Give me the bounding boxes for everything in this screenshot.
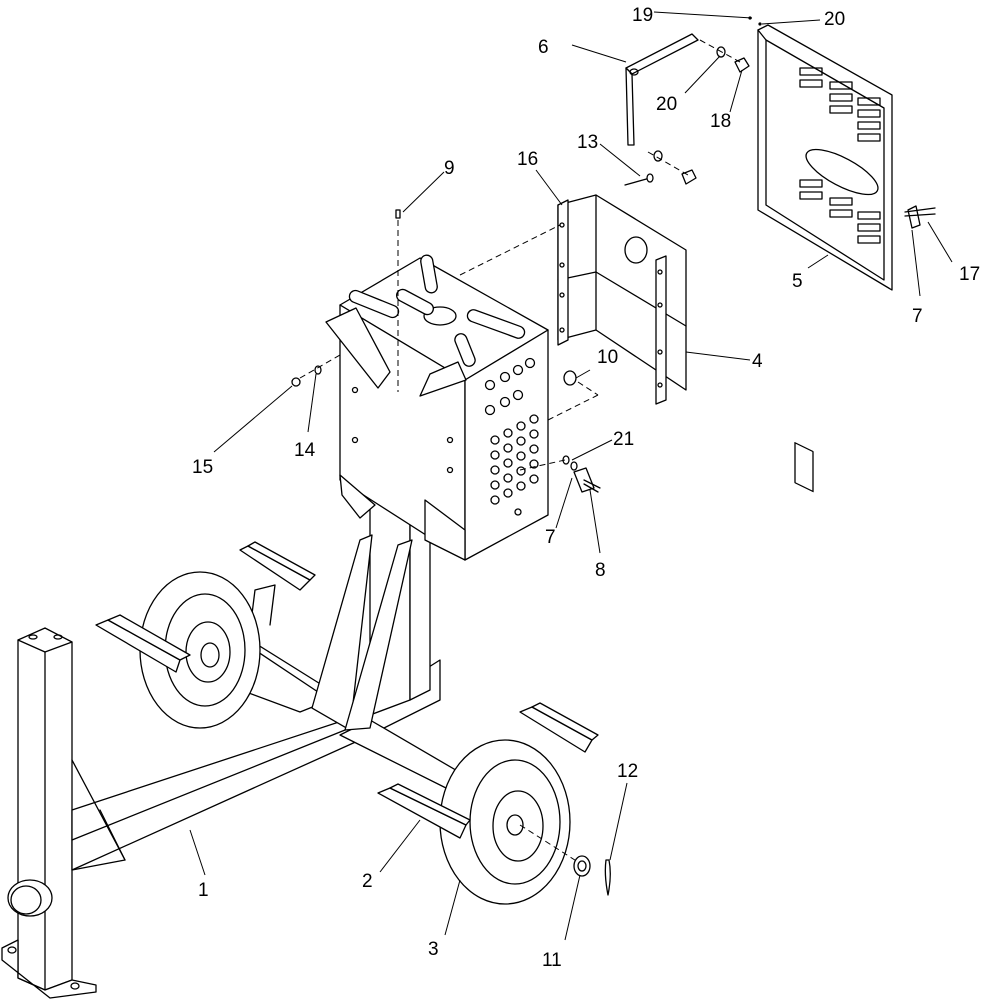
cover-panel bbox=[757, 24, 893, 493]
callout-15: 15 bbox=[192, 457, 213, 478]
callout-labels: 1 2 3 4 5 6 7 7 8 9 10 11 12 13 14 15 16… bbox=[192, 5, 980, 971]
hardware bbox=[291, 16, 936, 493]
callout-9: 9 bbox=[444, 158, 455, 179]
callout-20-lower: 20 bbox=[656, 94, 677, 115]
leader-lines bbox=[189, 11, 953, 941]
callout-1: 1 bbox=[198, 880, 209, 901]
callout-13: 13 bbox=[577, 132, 598, 153]
side-panel bbox=[557, 194, 687, 405]
callout-3: 3 bbox=[428, 939, 439, 960]
callout-18: 18 bbox=[710, 111, 731, 132]
callout-7-upper: 7 bbox=[912, 306, 923, 327]
callout-4: 4 bbox=[752, 351, 763, 372]
callout-6: 6 bbox=[538, 37, 549, 58]
callout-21: 21 bbox=[613, 429, 634, 450]
cotter-pin bbox=[604, 859, 611, 896]
callout-2: 2 bbox=[362, 871, 373, 892]
channel-brackets bbox=[95, 541, 599, 839]
housing-box bbox=[325, 254, 549, 561]
callout-7-lower: 7 bbox=[545, 527, 556, 548]
callout-19: 19 bbox=[632, 5, 653, 26]
callout-12: 12 bbox=[617, 761, 638, 782]
callout-11: 11 bbox=[542, 950, 562, 971]
hinge-strap bbox=[625, 33, 699, 146]
callout-14: 14 bbox=[294, 440, 316, 461]
callout-20-upper: 20 bbox=[824, 9, 845, 30]
vent-holes bbox=[484, 357, 539, 516]
washer bbox=[573, 855, 591, 877]
callout-8: 8 bbox=[595, 560, 606, 581]
front-wheel bbox=[439, 739, 571, 905]
assembly-lines bbox=[299, 39, 741, 863]
callout-16: 16 bbox=[517, 149, 538, 170]
callout-5: 5 bbox=[792, 271, 803, 292]
callout-17: 17 bbox=[959, 264, 980, 285]
callout-10: 10 bbox=[597, 347, 618, 368]
